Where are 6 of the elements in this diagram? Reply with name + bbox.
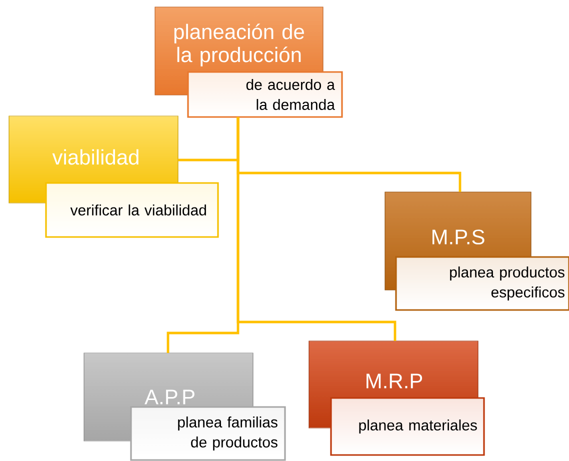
- note-box: planea familias de productos: [130, 406, 286, 461]
- connector: [236, 117, 396, 341]
- note-box: verificar la viabilidad: [45, 182, 219, 238]
- note-box: planea productos especificos: [395, 256, 569, 311]
- note-box: de acuerdo a la demanda: [187, 71, 343, 118]
- note-box: planea materiales: [330, 397, 485, 456]
